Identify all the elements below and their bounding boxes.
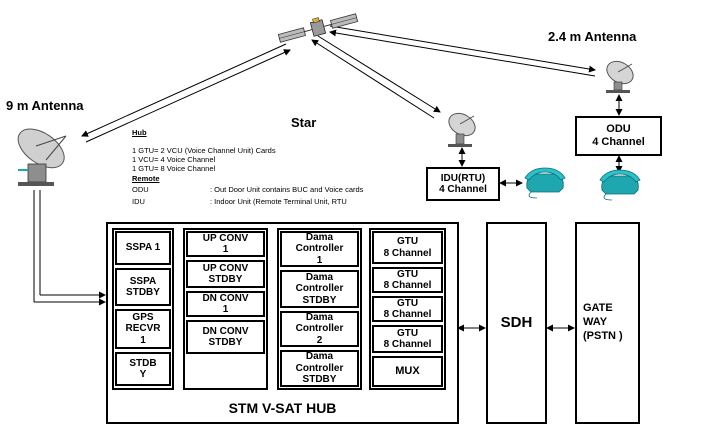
sdh-box: SDH [486, 222, 547, 424]
idu-rtu-box: IDU(RTU)4 Channel [426, 167, 500, 201]
idu-line-2: 4 Channel [439, 184, 487, 195]
link-idu-line-a [317, 35, 441, 113]
legend-hub-line-2: 1 VCU= 4 Voice Channel [132, 155, 216, 164]
cell-line: STDBY [302, 374, 337, 386]
downlink-9m-line [85, 49, 291, 143]
cell-line: Controller [295, 243, 344, 255]
cell-line: GTU [396, 236, 419, 247]
cell-line: UP CONV [202, 232, 249, 244]
cell-line: STDBY [126, 287, 160, 298]
cell-line: STDBY [302, 294, 337, 306]
cell-line: 1 [316, 254, 323, 266]
cell-line: 8 Channel [383, 309, 432, 320]
legend-remote-value: : Indoor Unit (Remote Terminal Unit, RTU [210, 197, 347, 206]
link-24m-line-a [329, 25, 596, 73]
link-idu-line-b [311, 39, 435, 119]
legend-remote-key: ODU [132, 185, 149, 194]
sdh-label: SDH [500, 314, 533, 332]
odu-line-1: ODU [606, 123, 631, 136]
gateway-line: WAY [583, 315, 608, 328]
sspa-1-label: SSPA 1 [125, 242, 161, 254]
cell-line: 8 Channel [383, 339, 432, 350]
cell-line: GPS [132, 311, 154, 323]
gateway-line: GATE [583, 302, 613, 314]
legend-hub-line-3: 1 GTU= 8 Voice Channel [132, 164, 216, 173]
star-label: Star [291, 115, 317, 130]
cell-line: Dama [305, 271, 334, 283]
cell-line: STDBY [208, 337, 243, 348]
cell-line: GTU [396, 327, 419, 339]
legend-hub-title: Hub [132, 128, 147, 137]
cell-line: 8 Channel [383, 280, 432, 291]
cell-line: RECVR [125, 323, 161, 335]
cell-line: 1 [222, 304, 229, 315]
gateway-line: (PSTN ) [583, 329, 623, 342]
legend-hub-line-1: 1 GTU= 2 VCU (Voice Channel Unit) Cards [132, 146, 276, 155]
gateway-label: GATE WAY (PSTN ) [583, 302, 623, 343]
antenna-9m-label: 9 m Antenna [6, 98, 84, 113]
gateway-box [575, 222, 640, 424]
cell-line: 1 [222, 244, 229, 255]
cell-line: DN CONV [202, 292, 249, 304]
cell-line: DN CONV [202, 325, 249, 337]
cell-line: STDBY [208, 274, 243, 285]
cell-line: 2 [316, 334, 323, 346]
uplink-9m-line [81, 43, 287, 137]
legend-remote-value: : Out Door Unit contains BUC and Voice c… [210, 185, 364, 194]
cell-line: Controller [295, 323, 344, 335]
cell-line: 1 [140, 334, 146, 346]
legend: Hub 1 GTU= 2 VCU (Voice Channel Unit) Ca… [132, 128, 452, 212]
odu-line-2: 4 Channel [592, 136, 645, 148]
cell-line: Dama [305, 231, 334, 243]
cell-line: STDB [129, 357, 157, 369]
cell-line: Controller [295, 362, 344, 374]
cell-line: Y [139, 369, 147, 380]
cell-line: Controller [295, 283, 344, 295]
cell-line: SSPA [129, 275, 157, 287]
hub-title: STM V-SAT HUB [228, 400, 337, 416]
idu-line-1: IDU(RTU) [440, 172, 486, 184]
cell-line: Dama [305, 311, 334, 323]
cell-line: GTU [396, 297, 419, 309]
mux-box: MUX [372, 356, 443, 387]
cell-line: UP CONV [202, 262, 249, 274]
mux-label: MUX [395, 365, 420, 378]
sspa-1-box: SSPA 1 [115, 231, 171, 265]
link-24m-line-b [329, 29, 596, 77]
cell-line: GTU [396, 268, 419, 280]
legend-remote-key: IDU [132, 197, 145, 206]
cell-line: Dama [305, 351, 334, 363]
cell-line: 8 Channel [383, 247, 432, 259]
antenna-24m-label: 2.4 m Antenna [548, 29, 637, 44]
legend-remote-title: Remote [132, 174, 160, 183]
